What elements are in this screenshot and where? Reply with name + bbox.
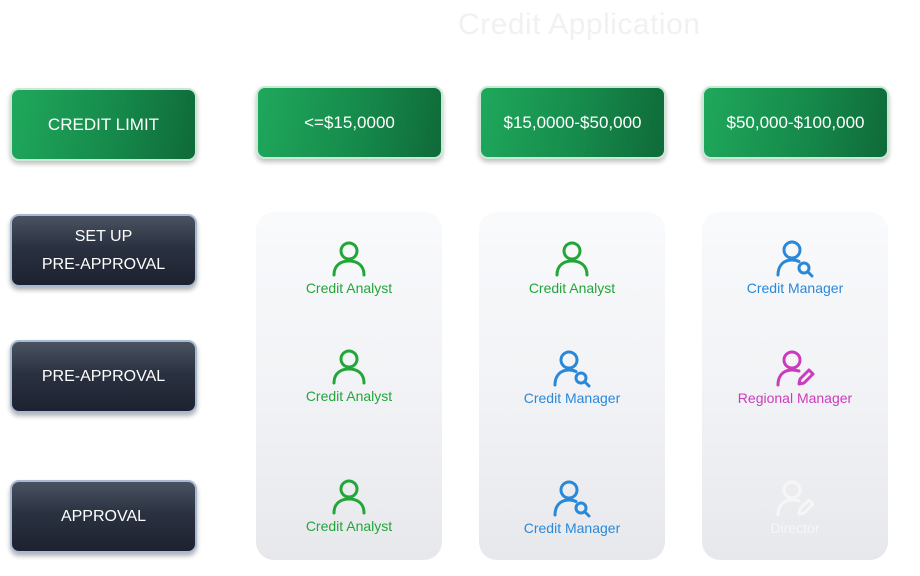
role-cell: Credit Manager — [702, 238, 888, 296]
role-label: Director — [770, 520, 820, 536]
setup-pre-approval-header: SET UP PRE-APPROVAL — [10, 214, 197, 287]
role-cell: Credit Analyst — [479, 238, 665, 296]
user-icon — [332, 349, 366, 385]
user-search-icon — [776, 240, 814, 278]
user-edit-icon — [776, 350, 815, 387]
role-label: Credit Manager — [523, 390, 621, 406]
role-label: Credit Analyst — [305, 518, 393, 534]
role-cell: Credit Analyst — [256, 238, 442, 296]
setup-label-line1: SET UP — [74, 227, 133, 245]
credit-limit-header: CREDIT LIMIT — [10, 88, 197, 161]
role-cell: Credit Analyst — [256, 346, 442, 404]
role-cell: Credit Manager — [479, 348, 665, 406]
user-icon — [332, 479, 366, 515]
tier-label: $15,0000-$50,000 — [503, 112, 642, 132]
user-search-icon — [553, 350, 591, 388]
user-edit-icon — [776, 480, 815, 517]
role-cell: Credit Analyst — [256, 476, 442, 534]
approval-label: APPROVAL — [60, 507, 147, 525]
tier-header-1: <=$15,0000 — [256, 86, 443, 159]
role-cell: Director — [702, 478, 888, 536]
approval-header: APPROVAL — [10, 480, 197, 553]
role-cell: Credit Manager — [479, 478, 665, 536]
role-label: Regional Manager — [737, 390, 853, 406]
tier-column-1 — [256, 212, 442, 560]
role-label: Credit Analyst — [305, 388, 393, 404]
pre-approval-header: PRE-APPROVAL — [10, 340, 197, 413]
role-label: Credit Manager — [523, 520, 621, 536]
setup-label-line2: PRE-APPROVAL — [41, 255, 166, 273]
role-label: Credit Analyst — [305, 280, 393, 296]
tier-header-3: $50,000-$100,000 — [702, 86, 889, 159]
tier-column-3 — [702, 212, 888, 560]
role-label: Credit Manager — [746, 280, 844, 296]
tier-label: <=$15,0000 — [304, 112, 395, 132]
user-icon — [555, 241, 589, 277]
page-title: Credit Application — [458, 8, 701, 41]
user-icon — [332, 241, 366, 277]
role-cell: Regional Manager — [702, 348, 888, 406]
tier-label: $50,000-$100,000 — [726, 112, 865, 132]
role-label: Credit Analyst — [528, 280, 616, 296]
pre-approval-label: PRE-APPROVAL — [41, 367, 166, 385]
credit-limit-label: CREDIT LIMIT — [47, 114, 160, 134]
tier-column-2 — [479, 212, 665, 560]
tier-header-2: $15,0000-$50,000 — [479, 86, 666, 159]
user-search-icon — [553, 480, 591, 518]
